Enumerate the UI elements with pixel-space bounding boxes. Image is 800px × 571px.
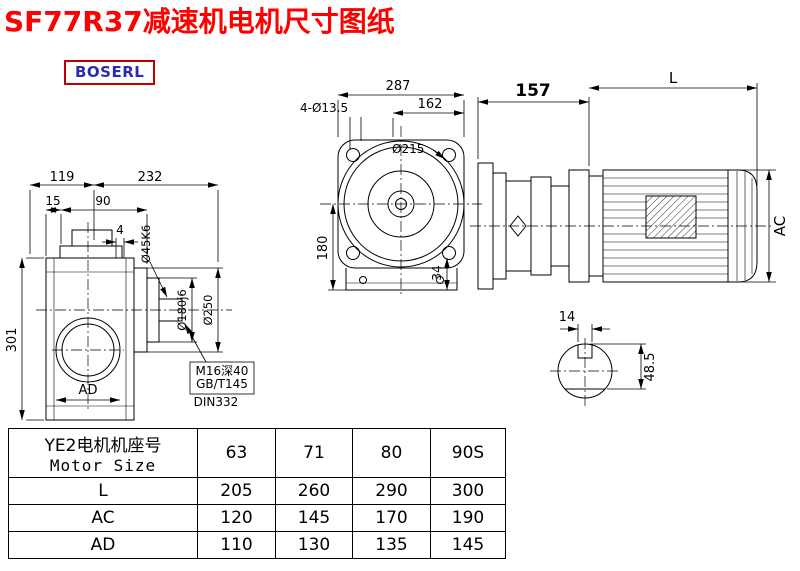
dim-232: 232 — [138, 170, 163, 185]
label-tap-din: DIN332 — [194, 395, 239, 409]
dim-301: 301 — [5, 328, 20, 353]
table-header-cn: YE2电机机座号 — [44, 436, 162, 456]
dim-AD: AD — [79, 383, 98, 398]
table-cell: 145 — [430, 531, 506, 559]
table-size-80: 80 — [352, 428, 431, 478]
table-cell: 145 — [275, 504, 353, 532]
table-cell: 300 — [430, 477, 506, 505]
dim-287: 287 — [386, 79, 411, 94]
table-cell: 170 — [352, 504, 431, 532]
table-size-90s: 90S — [430, 428, 506, 478]
table-cell: 290 — [352, 477, 431, 505]
label-shaft-dia: Ø45K6 — [139, 225, 153, 264]
table-cell: 110 — [197, 531, 276, 559]
dim-215: Ø215 — [392, 142, 424, 156]
dim-L: L — [669, 69, 678, 87]
table-cell: 120 — [197, 504, 276, 532]
dim-119: 119 — [50, 170, 75, 185]
dim-162: 162 — [418, 97, 443, 112]
dim-48-5: 48.5 — [643, 353, 658, 382]
motor-side-view: 157 L AC — [470, 69, 789, 290]
label-spigot-dia: Ø180j6 — [175, 289, 189, 331]
row-label-L: L — [8, 477, 198, 505]
table-header-cell: YE2电机机座号 Motor Size — [8, 428, 198, 478]
dim-34: 34 — [430, 265, 444, 280]
dim-AC: AC — [771, 216, 789, 236]
dim-14: 14 — [559, 310, 576, 325]
shaft-section-view: 14 48.5 — [550, 310, 658, 406]
table-cell: 130 — [275, 531, 353, 559]
dim-90: 90 — [95, 194, 110, 208]
dim-180: 180 — [316, 236, 331, 261]
table-cell: 260 — [275, 477, 353, 505]
row-label-AC: AC — [8, 504, 198, 532]
label-flange-dia: Ø250 — [201, 294, 215, 325]
label-tap-standard: GB/T145 — [196, 377, 248, 391]
dim-bolt-holes: 4-Ø13.5 — [300, 101, 348, 115]
brand-logo: BOSERL — [64, 60, 156, 85]
table-size-71: 71 — [275, 428, 353, 478]
table-cell: 205 — [197, 477, 276, 505]
dim-4: 4 — [116, 223, 124, 237]
table-header-en: Motor Size — [49, 456, 157, 475]
motor-size-table: YE2电机机座号 Motor Size 63 71 80 90S L 205 2… — [8, 428, 506, 559]
row-label-AD: AD — [8, 531, 198, 559]
table-header-row: YE2电机机座号 Motor Size 63 71 80 90S — [8, 428, 506, 478]
gearbox-left-view: 119 232 15 90 4 301 AD Ø45K6 Ø180 — [5, 170, 255, 421]
table-size-63: 63 — [197, 428, 276, 478]
table-row-AD: AD 110 130 135 145 — [8, 531, 506, 559]
page-title: SF77R37减速机电机尺寸图纸 — [4, 5, 395, 38]
table-cell: 135 — [352, 531, 431, 559]
table-row-L: L 205 260 290 300 — [8, 477, 506, 505]
table-row-AC: AC 120 145 170 190 — [8, 504, 506, 532]
table-cell: 190 — [430, 504, 506, 532]
dim-157: 157 — [515, 81, 551, 101]
dim-15: 15 — [45, 194, 60, 208]
label-tap-thread: M16深40 — [196, 364, 249, 378]
flange-front-view: 287 162 4-Ø13.5 Ø215 180 34 — [300, 79, 482, 297]
